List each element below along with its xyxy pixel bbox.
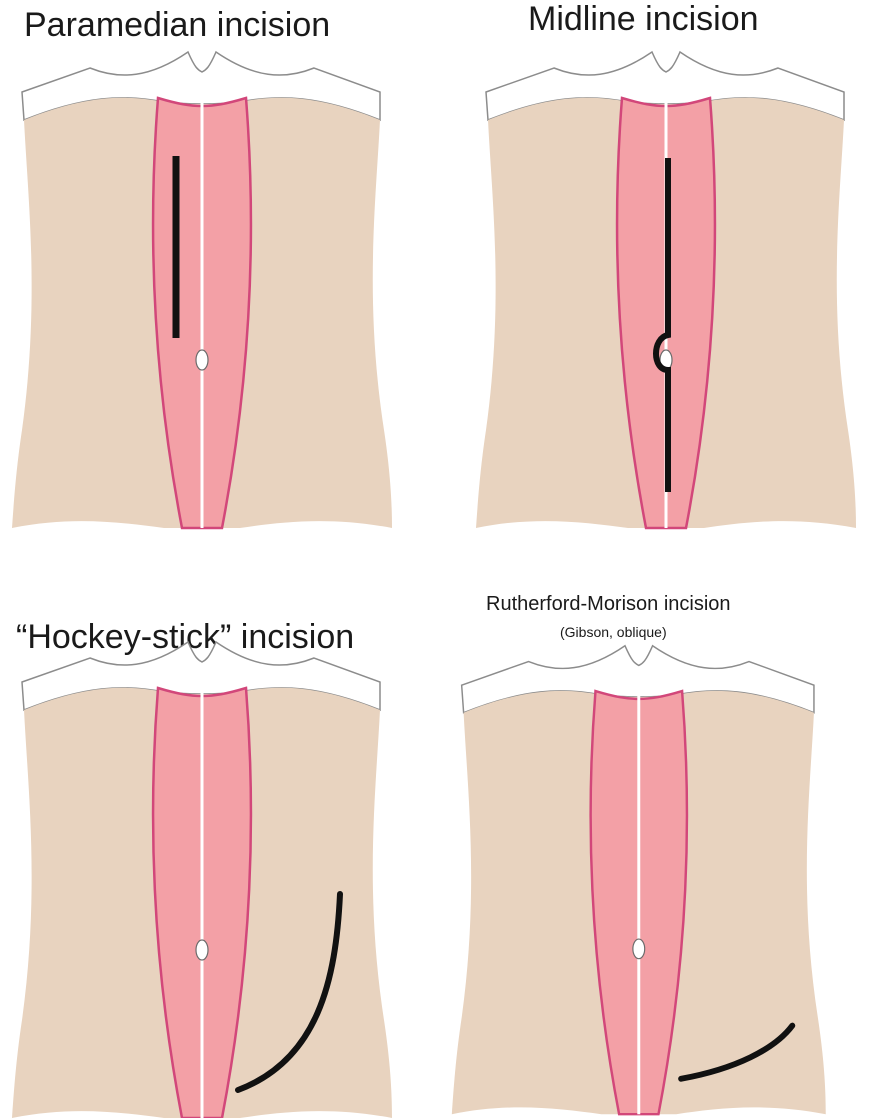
torso-diagram-hockey-stick — [12, 640, 392, 1118]
umbilicus — [632, 938, 646, 960]
umbilicus — [195, 939, 209, 961]
abdomen-outline — [12, 640, 392, 1118]
torso-diagram-rutherford-morison — [451, 644, 826, 1116]
torso-diagram-midline — [476, 50, 856, 530]
panel-title-paramedian: Paramedian incision — [24, 6, 331, 44]
abdomen-outline — [451, 644, 826, 1116]
panel-title-midline: Midline incision — [528, 0, 759, 38]
panel-title-rutherford-morison: Rutherford-Morison incision — [486, 593, 731, 615]
oblique-incision-curve — [678, 1022, 796, 1082]
midline-incision-line — [653, 158, 671, 492]
umbilicus — [195, 349, 209, 371]
abdomen-outline — [12, 50, 392, 530]
torso-diagram-paramedian — [12, 50, 392, 530]
panel-subtitle-rutherford-morison: (Gibson, oblique) — [560, 624, 667, 640]
hockey-stick-incision-curve — [235, 891, 343, 1093]
